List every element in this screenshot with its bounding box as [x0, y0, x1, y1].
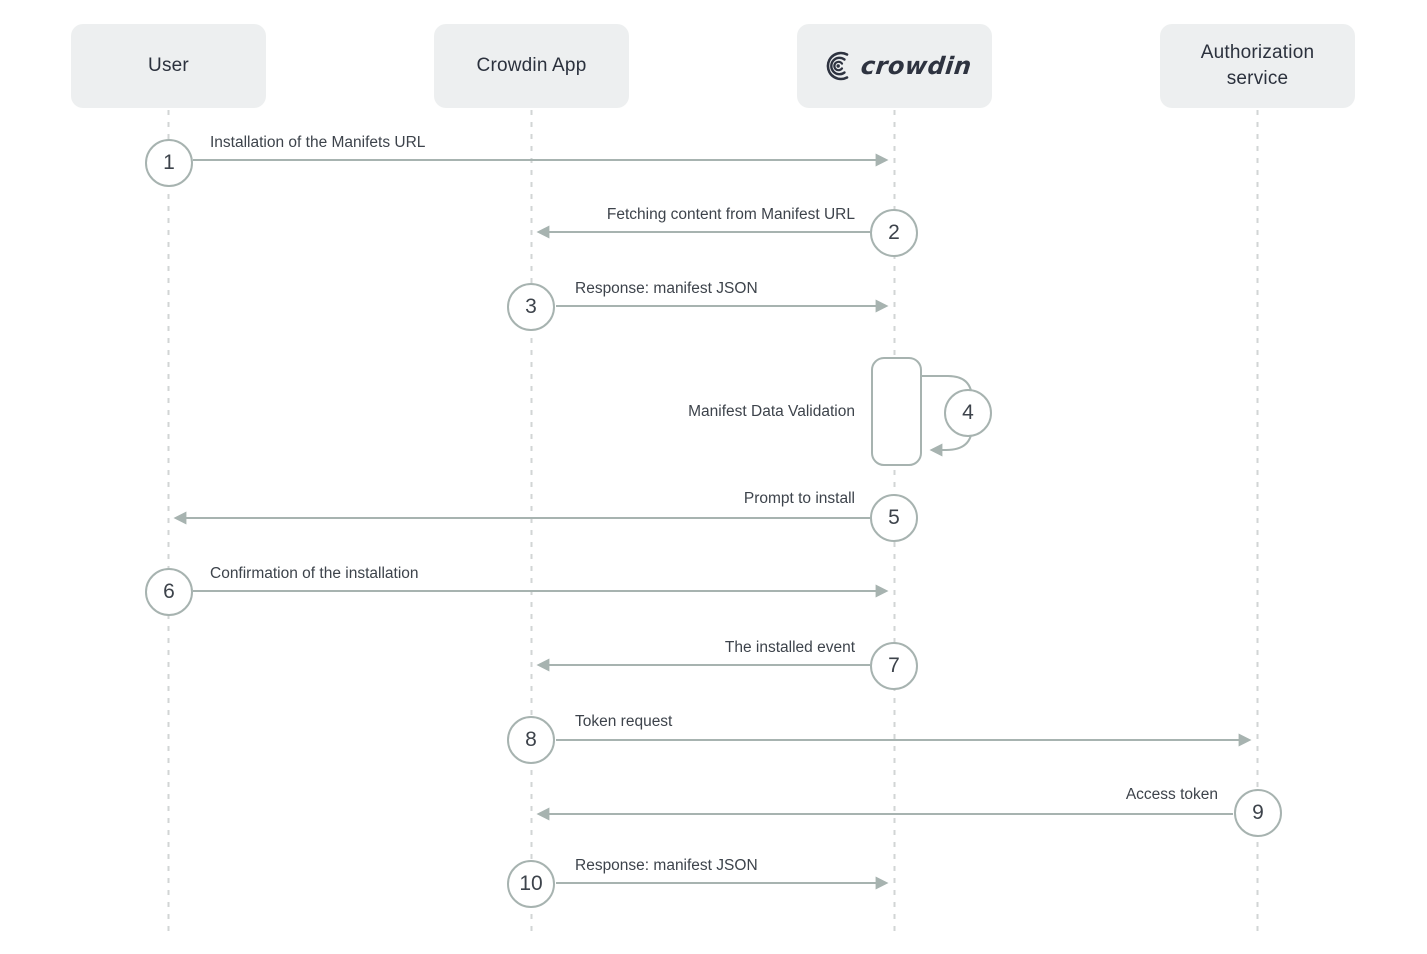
crowdin-logo: crowdin [818, 50, 973, 82]
step-2-number: 2 [888, 221, 900, 244]
step-8-circle: 8 [507, 716, 555, 764]
step-9-circle: 9 [1234, 789, 1282, 837]
actor-crowdin: crowdin [797, 24, 992, 108]
step-5-label: Prompt to install [743, 490, 855, 507]
actor-authorization-service: Authorization service [1160, 24, 1355, 108]
activation-box-crowdin [871, 357, 922, 466]
actor-user: User [71, 24, 266, 108]
step-10-label: Response: manifest JSON [575, 857, 758, 874]
step-4-circle: 4 [944, 389, 992, 437]
step-3-label: Response: manifest JSON [575, 280, 758, 297]
crowdin-logo-icon [818, 50, 854, 82]
step-1-circle: 1 [145, 139, 193, 187]
step-2-label: Fetching content from Manifest URL [606, 206, 855, 223]
step-5-number: 5 [888, 506, 900, 529]
step-1-label: Installation of the Manifets URL [210, 134, 426, 151]
step-2-circle: 2 [870, 209, 918, 257]
step-9-number: 9 [1252, 801, 1264, 824]
actor-crowdin-app: Crowdin App [434, 24, 629, 108]
step-6-number: 6 [163, 580, 175, 603]
step-7-number: 7 [888, 654, 900, 677]
step-6-label: Confirmation of the installation [210, 565, 419, 582]
actor-authorization-service-label: Authorization service [1200, 42, 1315, 89]
step-1-number: 1 [163, 151, 175, 174]
step-8-label: Token request [575, 713, 673, 730]
crowdin-logo-text: crowdin [859, 52, 973, 80]
step-5-circle: 5 [870, 494, 918, 542]
step-4-label: Manifest Data Validation [688, 403, 855, 420]
step-10-circle: 10 [507, 860, 555, 908]
step-6-circle: 6 [145, 568, 193, 616]
step-9-label: Access token [1125, 786, 1218, 803]
step-8-number: 8 [525, 728, 537, 751]
step-10-number: 10 [519, 872, 543, 895]
actor-user-label: User [148, 55, 189, 77]
step-3-circle: 3 [507, 283, 555, 331]
step-7-circle: 7 [870, 642, 918, 690]
step-3-number: 3 [525, 295, 537, 318]
step-4-number: 4 [962, 401, 974, 424]
actor-crowdin-app-label: Crowdin App [476, 55, 587, 77]
step-7-label: The installed event [724, 639, 855, 656]
